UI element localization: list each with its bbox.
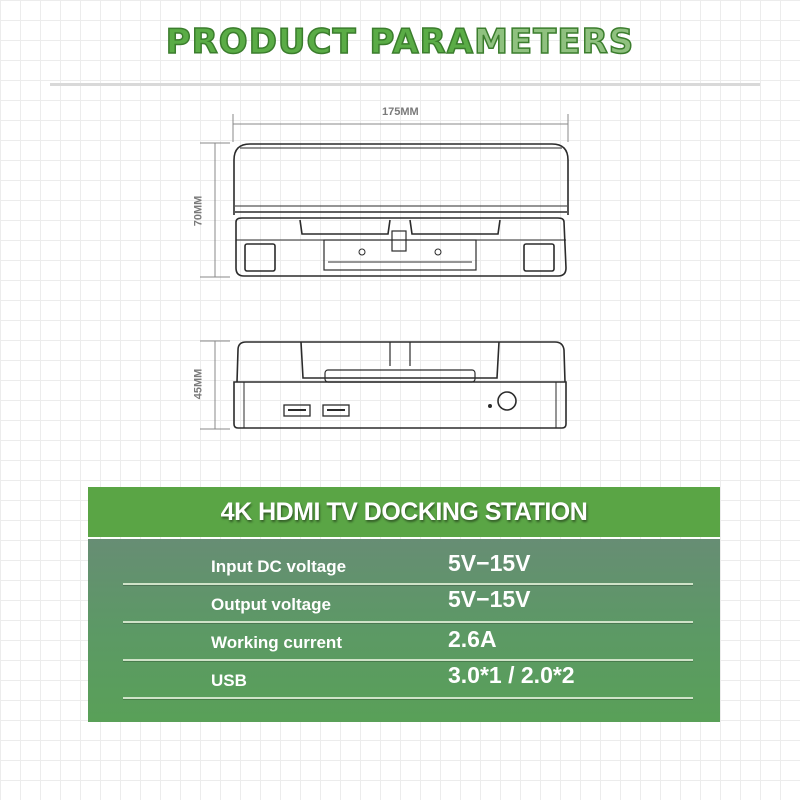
spec-value: 5V−15V xyxy=(448,586,531,612)
spec-label: USB xyxy=(211,671,247,690)
spec-value: 5V−15V xyxy=(448,550,531,576)
spec-label: Output voltage xyxy=(211,595,331,614)
title-divider xyxy=(50,83,760,86)
spec-table-title: 4K HDMI TV DOCKING STATION xyxy=(220,497,588,526)
spec-value: 3.0*1 / 2.0*2 xyxy=(448,662,575,688)
title-part-light: METERS xyxy=(473,21,635,63)
spec-row: Input DC voltage 5V−15V xyxy=(123,547,693,585)
spec-label: Working current xyxy=(211,633,342,652)
title-part-dark: PRODUCT PARA xyxy=(165,21,475,63)
spec-value: 2.6A xyxy=(448,626,497,652)
page-title: PRODUCT PARAMETERS xyxy=(0,21,800,63)
spec-row: Output voltage 5V−15V xyxy=(123,585,693,623)
spec-row: USB 3.0*1 / 2.0*2 xyxy=(123,661,693,699)
side-view xyxy=(233,341,567,429)
width-dimension-label: 175MM xyxy=(382,106,419,118)
front-view xyxy=(233,143,569,277)
product-technical-drawing xyxy=(200,114,569,430)
spec-row: Working current 2.6A xyxy=(123,623,693,661)
spec-table: Input DC voltage 5V−15V Output voltage 5… xyxy=(88,539,720,722)
spec-table-title-banner: 4K HDMI TV DOCKING STATION xyxy=(88,487,720,537)
spec-label: Input DC voltage xyxy=(211,557,347,576)
